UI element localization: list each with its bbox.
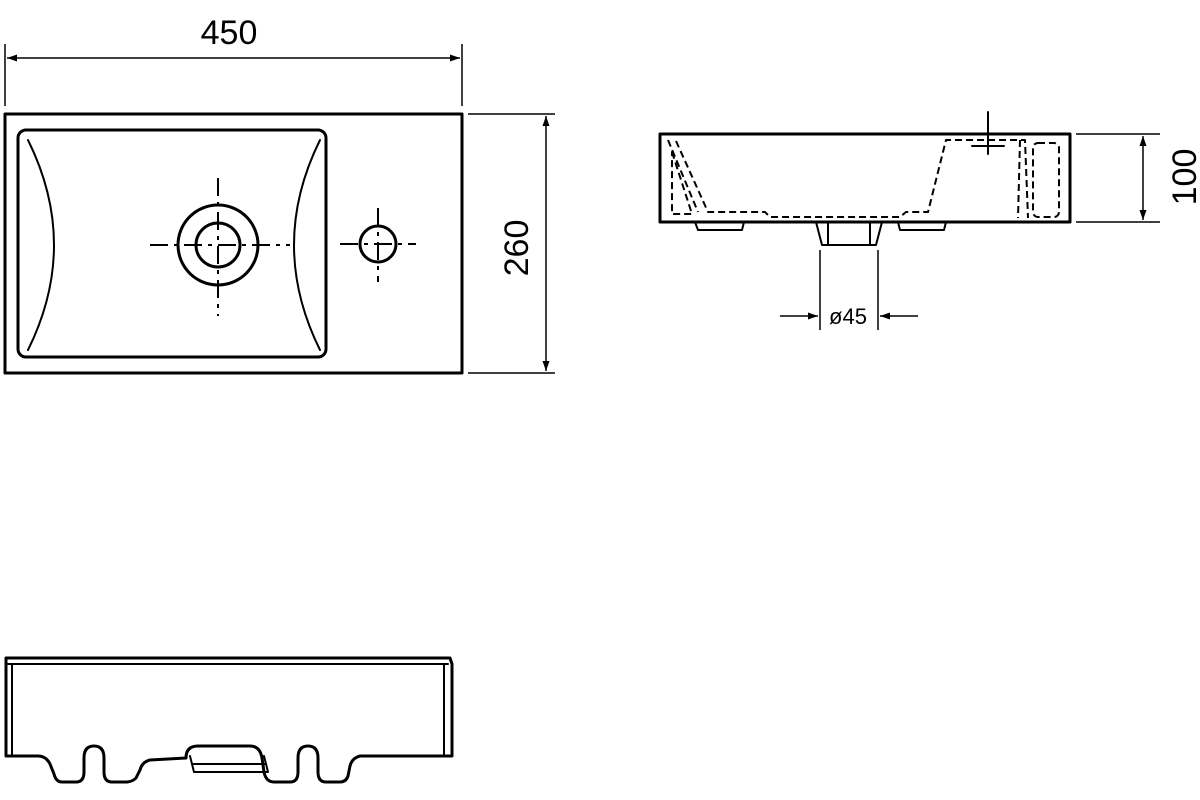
width-dimension: 450 — [4, 14, 463, 106]
hidden-bowl-profile — [675, 139, 1029, 219]
section-view: 100 ø45 — [658, 111, 1200, 330]
front-view — [4, 656, 454, 784]
drain-symbol — [150, 178, 290, 316]
bowl-right-curve — [293, 139, 321, 351]
drain-dimension: ø45 — [780, 250, 918, 330]
depth-dimension: 260 — [468, 113, 555, 374]
basin-bowl — [16, 128, 328, 359]
tap-hole-symbol — [340, 208, 416, 282]
front-outline — [4, 656, 454, 784]
height-dimension: 100 — [1076, 133, 1200, 223]
foot-left — [694, 221, 745, 231]
height-label: 100 — [1166, 149, 1200, 206]
drain-label: ø45 — [829, 304, 867, 329]
left-pocket — [671, 151, 693, 215]
bowl-left-curve — [27, 139, 55, 351]
foot-right — [897, 221, 947, 231]
hidden-bowl-inner — [667, 139, 1021, 219]
depth-label: 260 — [498, 220, 536, 277]
right-pocket — [1032, 142, 1060, 218]
top-view: 450 260 — [3, 14, 555, 375]
width-label: 450 — [201, 14, 258, 52]
top-view-outline — [3, 112, 464, 375]
drain-outlet — [815, 221, 883, 246]
section-outline — [658, 132, 1072, 224]
